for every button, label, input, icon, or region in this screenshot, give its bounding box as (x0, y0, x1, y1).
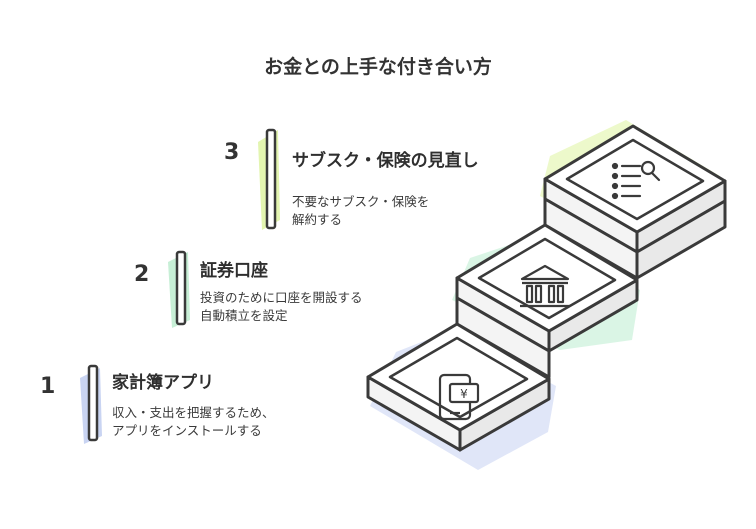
step-description: 投資のために口座を開設する 自動積立を設定 (200, 289, 430, 325)
search-list-icon (611, 160, 661, 200)
step-3-inset (565, 138, 705, 221)
step-description-line: 投資のために口座を開設する (200, 290, 363, 305)
step-description-line: 自動積立を設定 (200, 308, 288, 323)
svg-text:¥: ¥ (460, 387, 468, 401)
step-heading: 家計簿アプリ (112, 373, 214, 393)
step-heading: 証券口座 (200, 261, 268, 281)
step-description-line: 不要なサブスク・保険を (292, 194, 430, 209)
step-1-inset (388, 336, 529, 419)
step-number: 3 (224, 140, 240, 165)
step-number: 1 (40, 374, 56, 399)
step-number: 2 (134, 262, 150, 287)
step-bar (166, 246, 196, 330)
step-description-line: アプリをインストールする (112, 423, 262, 438)
phone-money-icon: ¥ (438, 373, 480, 421)
page-title: お金との上手な付き合い方 (264, 56, 492, 78)
step-heading: サブスク・保険の見直し (292, 151, 479, 171)
step-2-inset (477, 237, 617, 320)
step-3-top (543, 124, 727, 234)
riser-2 (455, 296, 551, 379)
step-description: 収入・支出を把握するため、 アプリをインストールする (112, 404, 342, 440)
step-bar (256, 122, 286, 232)
riser-3-side (635, 199, 727, 280)
bank-icon (520, 264, 570, 308)
step-bar (78, 362, 108, 446)
step-1-top (366, 322, 551, 432)
step-description-line: 収入・支出を把握するため、 (112, 405, 275, 420)
step-description-line: 解約する (292, 212, 343, 227)
step-description: 不要なサブスク・保険を 解約する (292, 193, 522, 229)
